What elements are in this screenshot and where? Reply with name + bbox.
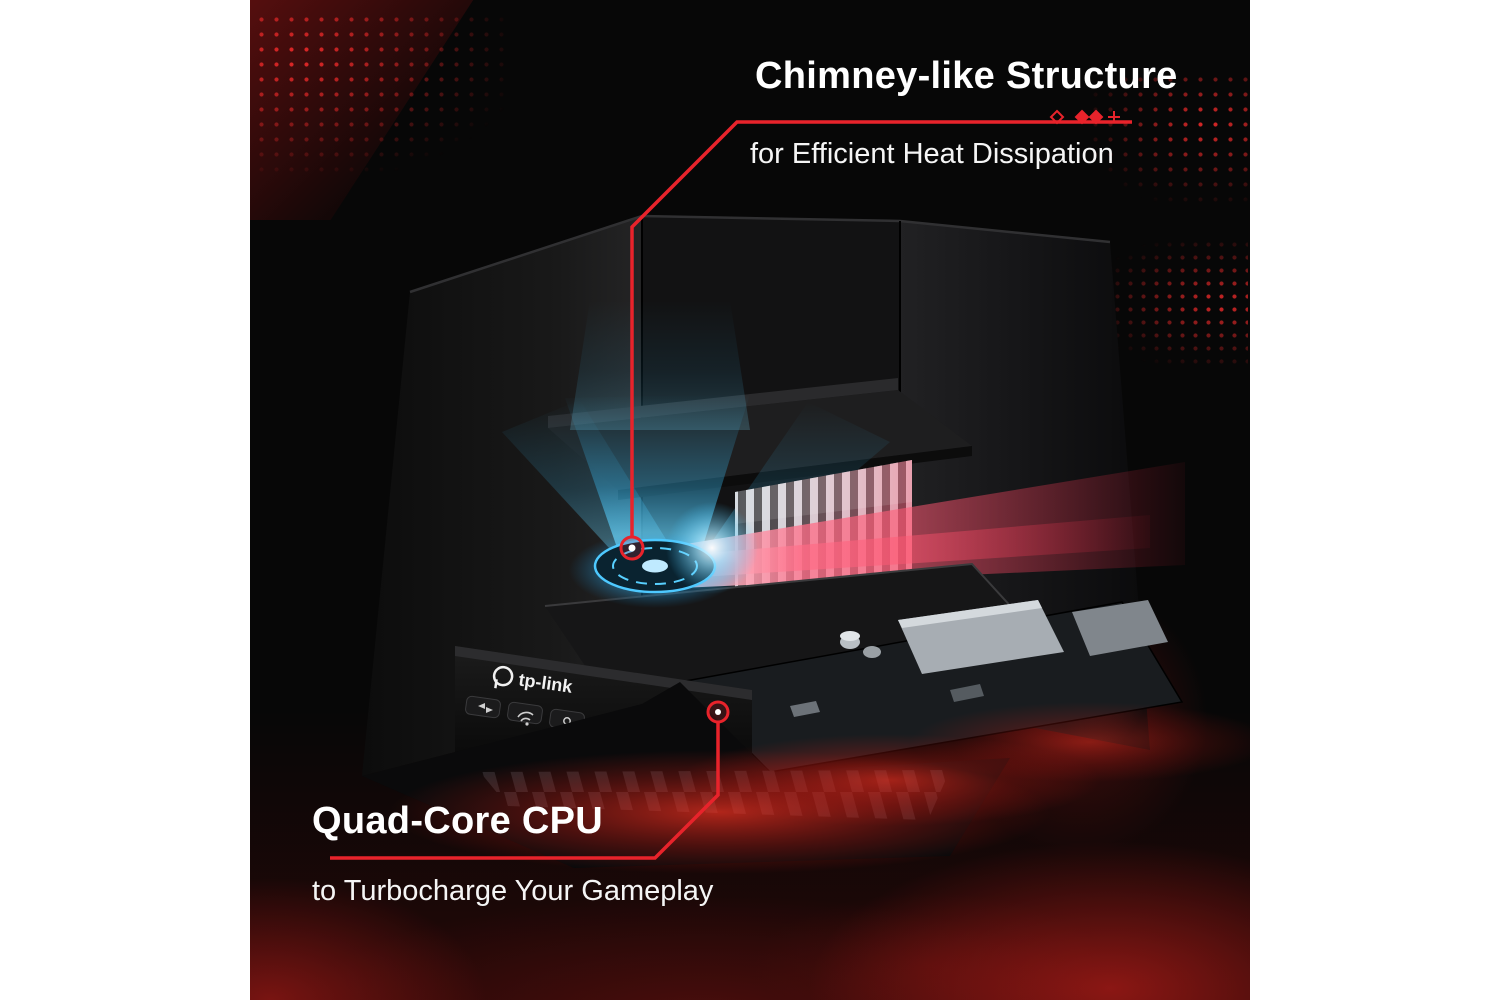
- wps-icon: [478, 703, 493, 713]
- chimney-callout-title: Chimney-like Structure: [755, 55, 1178, 97]
- chimney-callout-subtitle: for Efficient Heat Dissipation: [750, 138, 1114, 170]
- cpu-callout-title: Quad-Core CPU: [312, 800, 604, 842]
- hero-stage: tp-link: [250, 0, 1250, 1000]
- cpu-callout-subtitle: to Turbocharge Your Gameplay: [312, 875, 714, 907]
- cooling-fan: [569, 502, 758, 608]
- wifi-icon: [517, 711, 534, 722]
